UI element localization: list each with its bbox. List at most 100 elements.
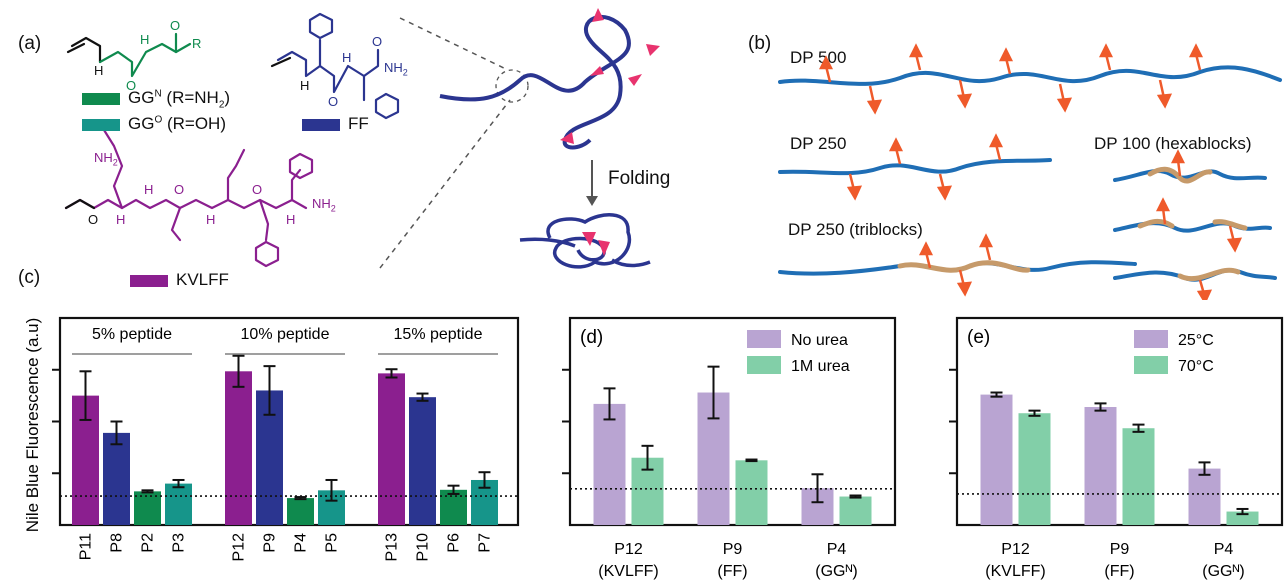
chart-d-x-tick-label: P4 [827, 541, 847, 558]
chart-e-x-tick-label: P4 [1214, 541, 1234, 558]
chain-label-dp100-hexablocks: DP 100 (hexablocks) [1094, 134, 1252, 153]
x-tick-label-p12: P12 [231, 533, 248, 562]
chart-d-x-tick-label: (FF) [717, 563, 747, 580]
chart-d-x-tick-label: (GGᴺ) [815, 563, 857, 580]
unfolded-polymer [439, 14, 631, 150]
chart-e-bar [1122, 428, 1155, 525]
chart-e-x-tick-label: (FF) [1104, 563, 1134, 580]
group-label: 15% peptide [394, 326, 483, 343]
legend-swatch-ggo [82, 118, 120, 131]
gg-backbone-black [70, 36, 102, 64]
lysine-chain [102, 128, 124, 210]
atom-h-6: H [144, 182, 154, 197]
atom-h-3: H [300, 78, 310, 93]
x-tick-label-p3: P3 [171, 533, 188, 553]
chart-d-x-tick-label: P9 [723, 541, 743, 558]
chart-e-x-tick-label: P9 [1110, 541, 1130, 558]
x-tick-label-p2: P2 [140, 533, 157, 553]
bar-p10 [409, 397, 436, 525]
legend-ggn: GGN (R=NH2) [82, 88, 230, 110]
legend-swatch-ggn [82, 92, 120, 105]
chart-d-bar [839, 496, 872, 525]
hexablock-seg-1 [1147, 166, 1213, 184]
x-tick-label-p9: P9 [262, 533, 279, 553]
legend-ggo: GGO (R=OH) [82, 114, 226, 134]
atom-h-2: H [140, 32, 150, 47]
chart-e-bar [1226, 511, 1259, 525]
bar-p12 [225, 371, 252, 525]
atom-nh2-kvlff: NH2 [312, 196, 336, 214]
chart-e-bar [1084, 407, 1117, 525]
chart-e-x-tick-label: (GGᴺ) [1202, 563, 1244, 580]
ff-backbone [276, 48, 380, 94]
x-tick-label-p11: P11 [78, 533, 95, 560]
atom-o-1: O [126, 78, 137, 93]
panel-label-a: (a) [18, 33, 42, 54]
chart-e-legend-swatch [1134, 330, 1168, 348]
legend-swatch-kvlff [130, 274, 168, 287]
zoom-circle [495, 69, 529, 103]
atom-nh2-ff: NH2 [384, 60, 408, 78]
legend-kvlff: KVLFF [130, 270, 229, 290]
chain-dp500 [778, 65, 1282, 86]
x-tick-label-p10: P10 [415, 533, 432, 562]
chain-label-dp500: DP 500 [790, 48, 847, 67]
chain-label-dp250-triblocks: DP 250 (triblocks) [788, 220, 923, 239]
chart-d-bar [593, 403, 626, 525]
group-label: 10% peptide [241, 326, 330, 343]
pendant-arrows [818, 43, 1243, 300]
atom-o-3: O [328, 94, 339, 109]
atom-h-4: H [342, 50, 352, 65]
atom-h-8: H [286, 212, 296, 227]
chart-d-panel-label: (d) [580, 327, 603, 348]
chart-d-x-tick-label: P12 [614, 541, 643, 558]
group-label: 5% peptide [92, 326, 172, 343]
atom-o-7: O [252, 182, 263, 197]
peptide-arrows-folded [582, 232, 610, 256]
atom-r: R [192, 36, 202, 51]
legend-ff: FF [302, 114, 369, 134]
chart-d-legend-label: No urea [791, 332, 848, 349]
peptide-arrows-unfolded [560, 8, 660, 144]
bar-p6 [440, 489, 467, 525]
x-tick-label-p7: P7 [477, 533, 494, 553]
atom-nh2-lys: NH2 [94, 150, 118, 168]
chart-e-legend-label: 70°C [1178, 358, 1214, 375]
triblock-segment [897, 260, 1031, 273]
chain-dp250 [778, 158, 1052, 176]
gg-backbone-green [98, 32, 178, 78]
chart-e-panel-label: (e) [967, 327, 990, 348]
panel-label-b: (b) [748, 33, 772, 54]
chart-e-legend-swatch [1134, 356, 1168, 374]
x-tick-label-p8: P8 [109, 533, 126, 553]
y-axis-label: Nile Blue Fluorescence (a.u) [23, 318, 42, 532]
atom-o-2: O [170, 18, 181, 33]
chart-d-legend-label: 1M urea [791, 358, 850, 375]
chart-d-x-tick-label: (KVLFF) [598, 563, 658, 580]
legend-swatch-ff [302, 118, 340, 131]
bar-p2 [134, 491, 161, 525]
x-tick-label-p6: P6 [446, 533, 463, 553]
hexablock-seg-2 [1137, 218, 1175, 229]
x-tick-label-p13: P13 [384, 533, 401, 562]
atom-o-4: O [372, 34, 383, 49]
bar-p4 [287, 498, 314, 525]
chart-e-legend-label: 25°C [1178, 332, 1214, 349]
atom-o-5: O [88, 212, 99, 227]
chart-e-bar [1018, 413, 1051, 525]
chart-e-bar [1188, 468, 1221, 525]
panel-b-chains [778, 43, 1282, 300]
hexablock-seg-3 [1212, 219, 1248, 231]
panel-a-structures [64, 8, 660, 269]
atom-h-1: H [94, 63, 104, 78]
bar-p13 [378, 373, 405, 525]
x-tick-label-p5: P5 [324, 533, 341, 553]
atom-h-5: H [116, 212, 126, 227]
folding-label: Folding [608, 168, 671, 189]
hexablock-seg-4 [1177, 267, 1241, 282]
x-tick-label-p4: P4 [293, 533, 310, 553]
chart-d-bar [735, 460, 768, 525]
chart-d-legend-swatch [747, 356, 781, 374]
chain-label-dp250: DP 250 [790, 134, 847, 153]
